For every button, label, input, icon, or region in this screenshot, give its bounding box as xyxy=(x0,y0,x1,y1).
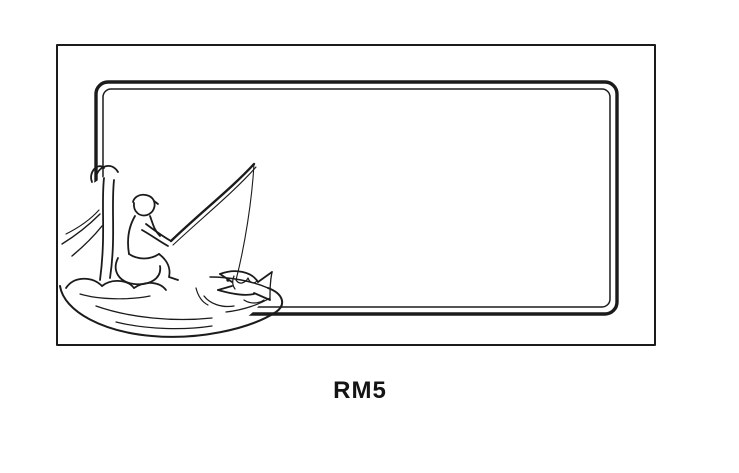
fish-icon xyxy=(217,270,273,301)
splash-sketch xyxy=(195,287,265,308)
outer-border xyxy=(56,44,656,346)
illustration-backdrop xyxy=(56,160,280,344)
fisherman-illustration xyxy=(59,162,284,338)
fishing-rod xyxy=(169,162,257,246)
rocks-sketch xyxy=(65,257,167,300)
fisherman-figure xyxy=(127,193,179,281)
tree-sketch xyxy=(61,165,119,281)
figure-label: RM5 xyxy=(333,377,387,404)
fishing-line xyxy=(235,163,255,281)
